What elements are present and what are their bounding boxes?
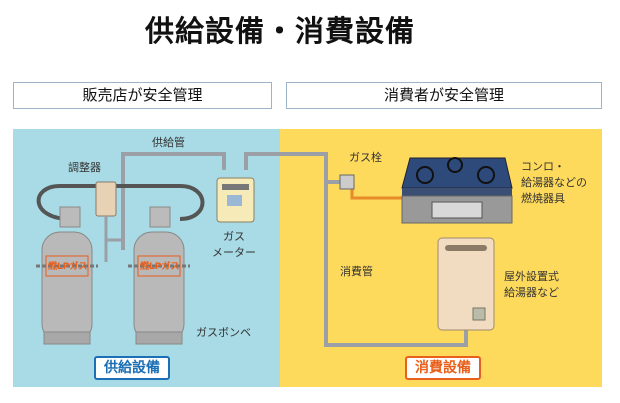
stove-label-2: 給湯器などの (521, 176, 587, 189)
water-heater (437, 237, 495, 331)
gas-valve (339, 174, 355, 190)
supply-equipment-badge: 供給設備 (94, 356, 170, 380)
meter-label-1: ガス (223, 230, 245, 243)
page-title: 供給設備・消費設備 (144, 14, 415, 48)
gas-valve-label: ガス栓 (349, 151, 382, 164)
meter-label-2: メーター (212, 246, 256, 259)
cylinder-tag: 燃LPガス (140, 262, 180, 272)
cylinder-tag: 燃LPガス (48, 262, 88, 272)
hose (36, 184, 205, 221)
heater-label-2: 給湯器など (504, 286, 559, 299)
gas-meter (216, 177, 255, 223)
cylinder-label: ガスボンベ (196, 326, 251, 339)
regulator (95, 181, 123, 262)
heater-label-1: 屋外設置式 (504, 270, 559, 283)
gas-cylinder (36, 206, 98, 345)
header-dealer-managed: 販売店が安全管理 (13, 82, 272, 109)
stove-label-1: コンロ・ (521, 160, 565, 173)
gas-cylinder (128, 206, 190, 345)
consume-pipe-label: 消費管 (340, 265, 373, 278)
regulator-label: 調整器 (68, 161, 101, 174)
stove-label-3: 燃焼器具 (521, 192, 565, 205)
gas-stove (401, 157, 513, 224)
consume-equipment-badge: 消費設備 (405, 356, 481, 380)
header-consumer-managed: 消費者が安全管理 (286, 82, 602, 109)
supply-pipe-label: 供給管 (152, 136, 185, 149)
